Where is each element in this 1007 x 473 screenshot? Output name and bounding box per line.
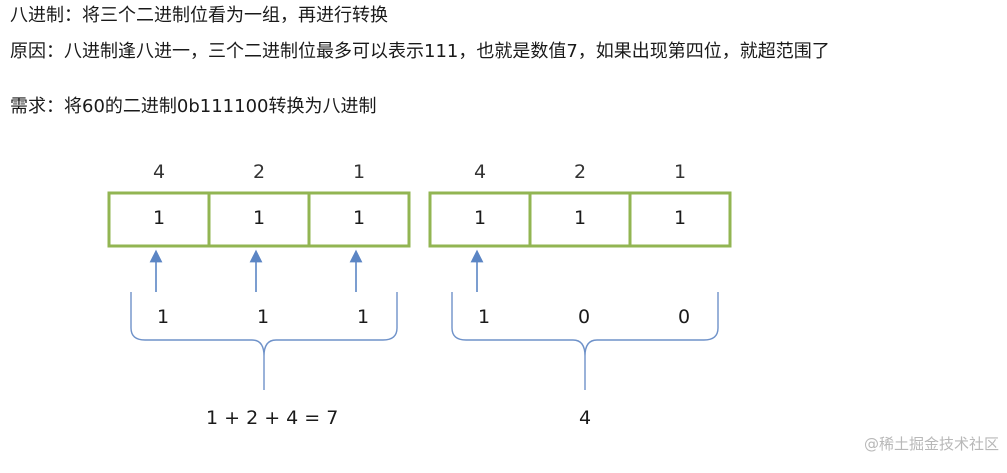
result-label-0: 1 + 2 + 4 = 7 <box>206 407 338 429</box>
weight-label-0-1: 2 <box>253 161 265 183</box>
weight-label-1-0: 4 <box>474 161 486 183</box>
box-value-1-2: 1 <box>674 207 686 229</box>
result-label-1: 4 <box>579 407 591 429</box>
bit-value-0-1: 1 <box>257 306 269 328</box>
box-value-1-0: 1 <box>474 207 486 229</box>
grouping-brace-1 <box>451 292 719 390</box>
description-line-2: 原因：八进制逢八进一，三个二进制位最多可以表示111，也就是数值7，如果出现第四… <box>10 41 830 62</box>
box-value-0-0: 1 <box>153 207 165 229</box>
bit-value-0-0: 1 <box>157 306 169 328</box>
bit-value-1-1: 0 <box>578 306 590 328</box>
bit-value-1-2: 0 <box>678 306 690 328</box>
watermark: @稀土掘金技术社区 <box>863 435 999 453</box>
description-line-1: 八进制：将三个二进制位看为一组，再进行转换 <box>10 5 388 26</box>
weight-label-1-1: 2 <box>574 161 586 183</box>
bit-value-0-2: 1 <box>357 306 369 328</box>
bit-box-group-0 <box>107 191 411 248</box>
weight-label-0-2: 1 <box>353 161 365 183</box>
bit-value-1-0: 1 <box>478 306 490 328</box>
box-value-1-1: 1 <box>574 207 586 229</box>
box-value-0-2: 1 <box>353 207 365 229</box>
bit-box-group-1 <box>428 191 732 248</box>
box-value-0-1: 1 <box>253 207 265 229</box>
grouping-brace-0 <box>130 292 398 390</box>
weight-label-0-0: 4 <box>153 161 165 183</box>
weight-label-1-2: 1 <box>674 161 686 183</box>
description-line-3: 需求：将60的二进制0b111100转换为八进制 <box>10 96 377 117</box>
